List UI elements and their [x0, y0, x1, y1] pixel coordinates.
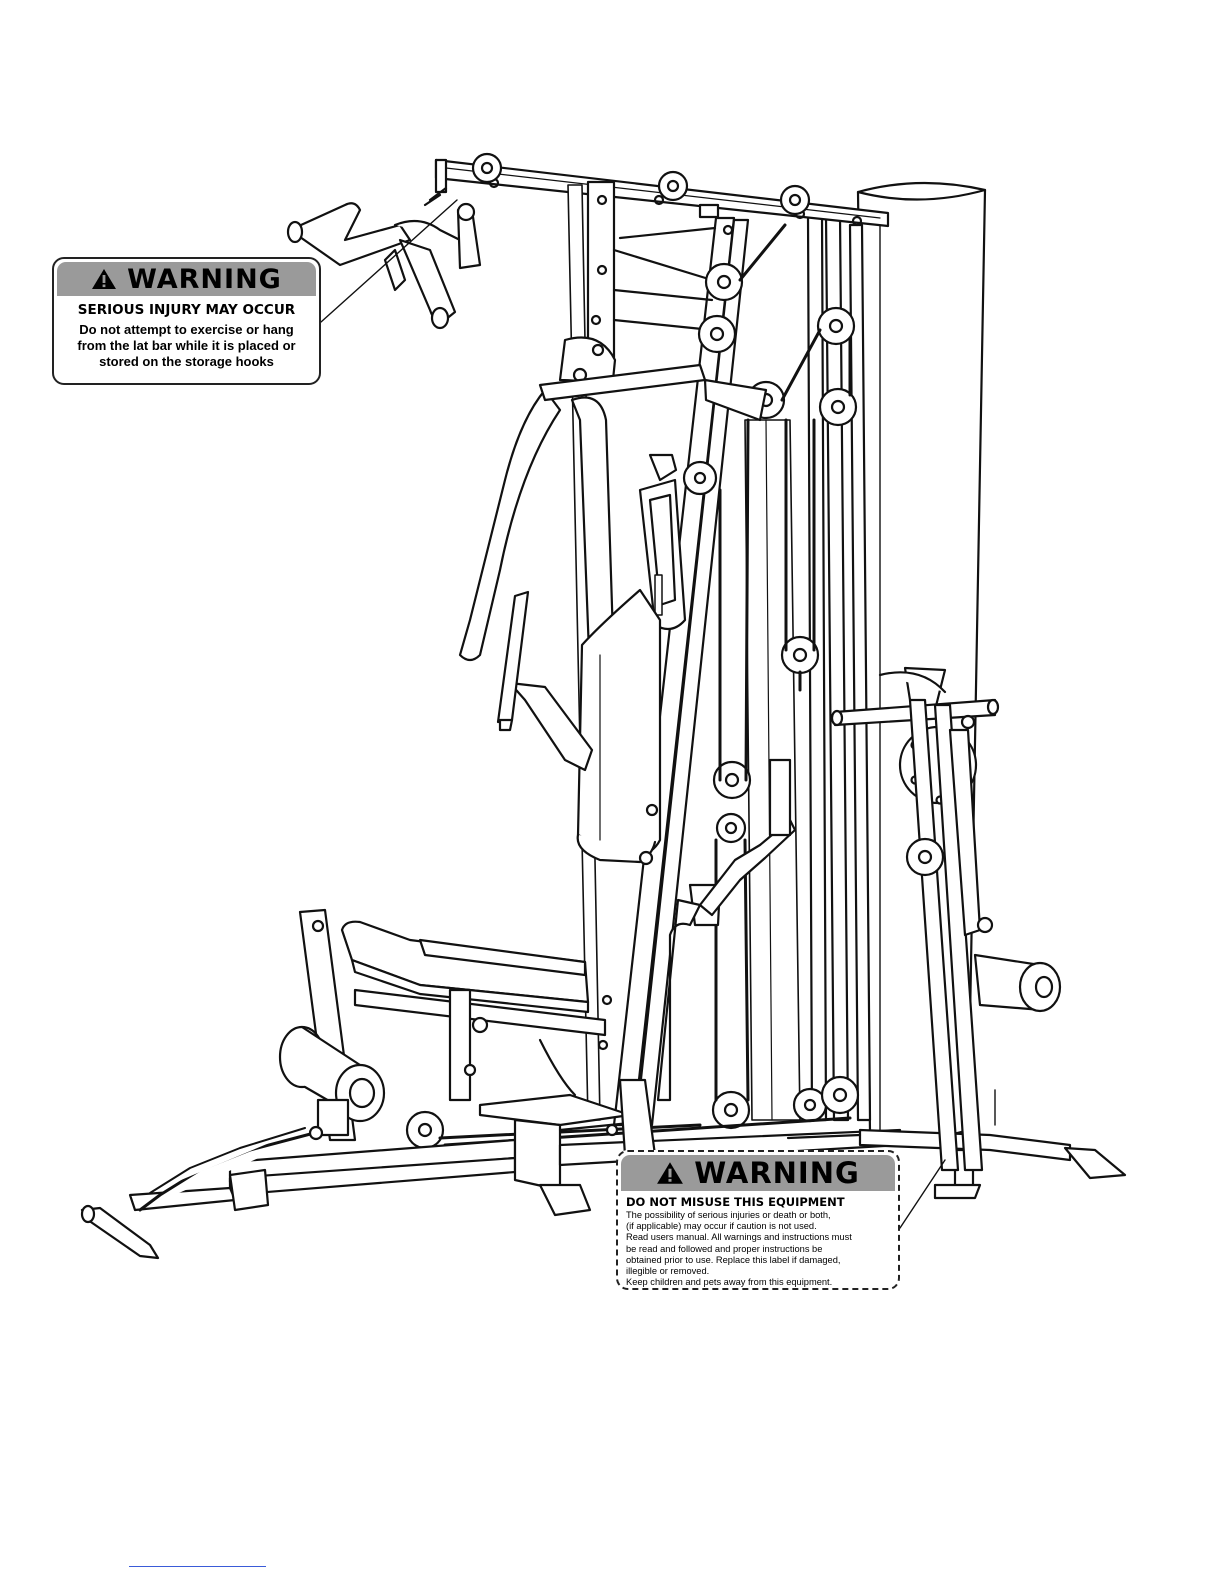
- warning-label-header: WARNING: [57, 262, 316, 296]
- top-label-leader: [320, 199, 458, 323]
- leg-roller: [278, 1025, 386, 1137]
- press-arm-bracket: [586, 180, 717, 362]
- cable-handle: [638, 453, 687, 631]
- weight-stack-shroud: [856, 181, 996, 1140]
- warning-line: Do not attempt to exercise or hang: [79, 322, 294, 337]
- frame-pulleys: [405, 262, 860, 1150]
- warning-subtitle: SERIOUS INJURY MAY OCCUR: [77, 302, 296, 318]
- warning-triangle-icon: [656, 1160, 684, 1186]
- warning-line: Read users manual. All warnings and inst…: [626, 1232, 852, 1243]
- warning-body: The possibility of serious injuries or d…: [618, 1210, 898, 1288]
- top-beam: [434, 152, 890, 228]
- warning-line: The possibility of serious injuries or d…: [626, 1210, 831, 1220]
- warning-subtitle: DO NOT MISUSE THIS EQUIPMENT: [626, 1195, 845, 1209]
- warning-line: obtained prior to use. Replace this labe…: [626, 1254, 841, 1265]
- warning-line: from the lat bar while it is placed or: [77, 338, 296, 353]
- warning-title: WARNING: [127, 263, 282, 295]
- warning-triangle-icon: [91, 267, 117, 291]
- warning-line: stored on the storage hooks: [99, 354, 274, 369]
- warning-line: illegible or removed.: [626, 1266, 710, 1277]
- warning-label-misuse: WARNING DO NOT MISUSE THIS EQUIPMENT The…: [616, 1150, 900, 1290]
- warning-line: Keep children and pets away from this eq…: [626, 1277, 833, 1288]
- leg-developer: [830, 666, 1062, 1172]
- footer-link-underline[interactable]: [129, 1566, 266, 1567]
- warning-body: Do not attempt to exercise or hang from …: [54, 322, 319, 370]
- warning-label-header: WARNING: [621, 1155, 895, 1191]
- low-chain-handle: [80, 1125, 324, 1260]
- ab-strap: [496, 590, 594, 772]
- back-pad: [576, 588, 662, 866]
- warning-line: (if applicable) may occur if caution is …: [626, 1221, 817, 1232]
- lat-bar: [286, 186, 482, 330]
- warning-label-lat-bar: WARNING SERIOUS INJURY MAY OCCUR Do not …: [52, 257, 321, 385]
- bottom-label-leader: [899, 1159, 946, 1229]
- warning-line: be read and followed and proper instruct…: [626, 1243, 823, 1254]
- row-foot-bar: [597, 758, 797, 1157]
- warning-title: WARNING: [694, 1156, 860, 1190]
